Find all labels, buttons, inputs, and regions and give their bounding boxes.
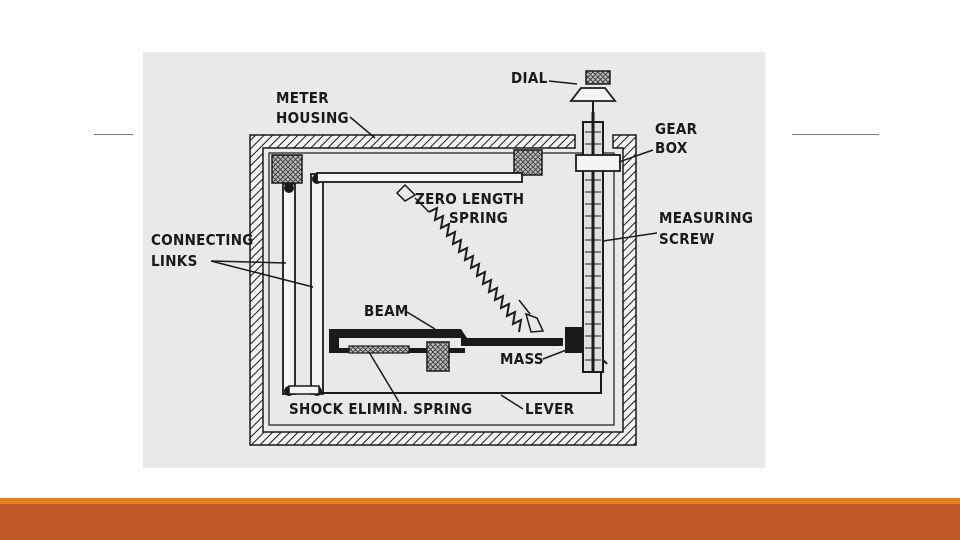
label-meter-housing-2: HOUSING [276,109,349,127]
label-meter-housing-1: METER [276,89,329,107]
label-measuring-screw-1: MEASURING [659,209,753,227]
pivot-block-right [514,150,542,175]
gear-box-body [576,155,620,171]
label-gear-box-1: GEAR [655,120,698,138]
gravimeter-diagram: DIAL METER HOUSING GEAR BOX ZERO LENGTH … [143,52,765,468]
title-rule-left [94,134,133,135]
label-beam: BEAM [364,302,409,320]
label-lever: LEVER [525,400,575,418]
label-gear-box-2: BOX [655,139,688,157]
diagram-svg: DIAL METER HOUSING GEAR BOX ZERO LENGTH … [143,52,765,468]
label-measuring-screw-2: SCREW [659,230,715,248]
title-rule-right [792,134,879,135]
pivot-block-left [272,155,302,183]
label-zero-length-spring-1: ZERO LENGTH [415,190,524,208]
shock-spring [349,342,449,371]
lever [319,364,601,393]
dial [571,71,615,114]
label-connecting-links-1: CONNECTING [151,231,254,249]
label-shock-spring: SHOCK ELIMIN. SPRING [289,400,472,418]
label-mass: MASS [500,350,544,368]
footer-band [0,504,960,540]
label-dial: DIAL [511,69,548,87]
label-connecting-links-2: LINKS [151,252,198,270]
label-zero-length-spring-2: SPRING [449,209,508,227]
